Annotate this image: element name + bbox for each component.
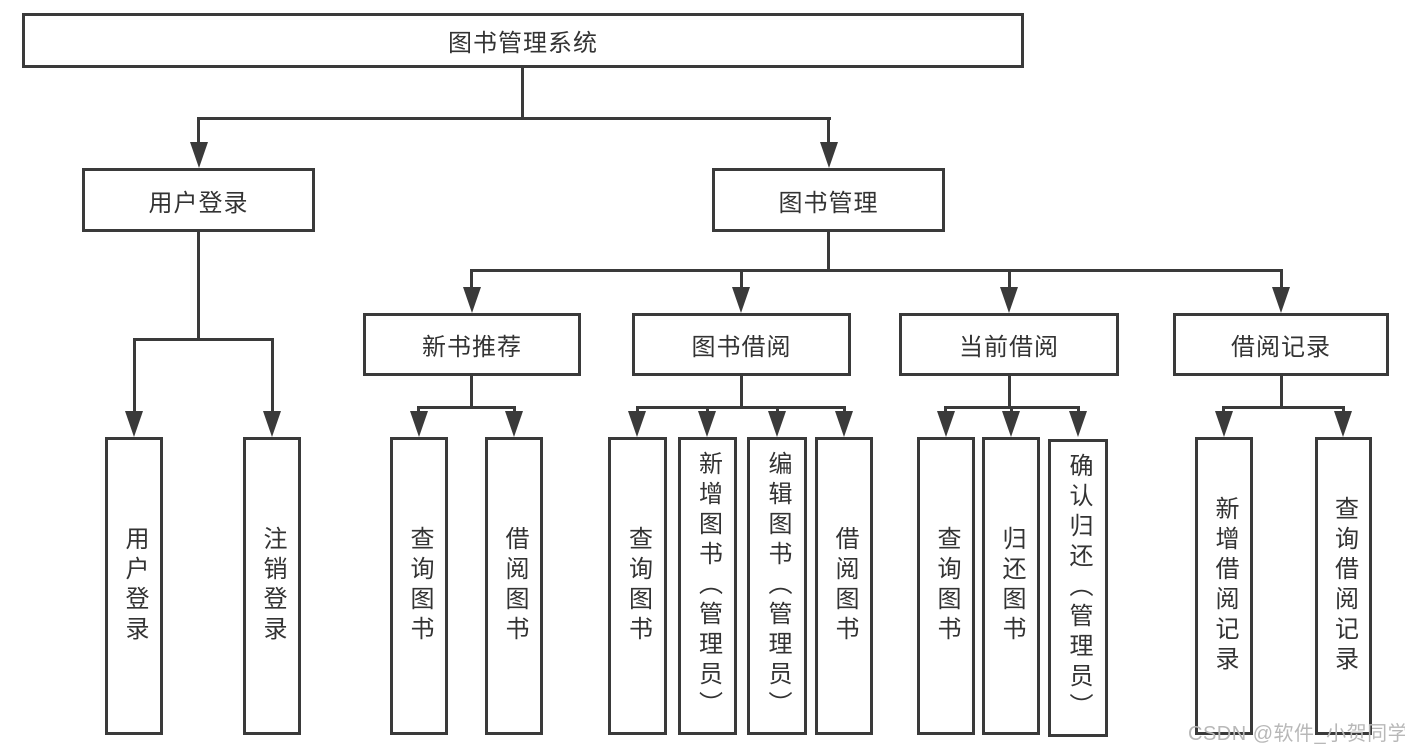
arrow-down-icon (835, 411, 853, 437)
arrow-down-icon (125, 411, 143, 437)
node-label: 注销登录 (259, 526, 286, 646)
connector-line (1222, 406, 1225, 415)
node-book-borrow: 图书借阅 (632, 313, 851, 376)
connector-line (513, 406, 516, 415)
connector-line (417, 406, 420, 415)
node-label: 新增借阅记录 (1211, 496, 1238, 676)
leaf-borrow-books-2: 借阅图书 (815, 437, 873, 735)
connector-line (470, 269, 473, 291)
node-book-management-branch: 图书管理 (712, 168, 945, 232)
arrow-down-icon (190, 142, 208, 168)
leaf-query-borrow-record: 查询借阅记录 (1315, 437, 1372, 735)
leaf-add-book-admin: 新增图书（管理员） (678, 437, 737, 735)
arrow-down-icon (768, 411, 786, 437)
connector-line (271, 338, 274, 415)
leaf-borrow-books-1: 借阅图书 (485, 437, 543, 735)
connector-line (1008, 269, 1011, 291)
arrow-down-icon (410, 411, 428, 437)
connector-line (827, 117, 830, 147)
leaf-add-borrow-record: 新增借阅记录 (1195, 437, 1253, 735)
connector-line (417, 406, 516, 409)
arrow-down-icon (263, 411, 281, 437)
connector-line (827, 232, 830, 272)
connector-line (521, 66, 524, 120)
arrow-down-icon (1069, 411, 1087, 437)
connector-line (1077, 406, 1080, 415)
connector-line (1342, 406, 1345, 415)
node-borrow-records: 借阅记录 (1173, 313, 1389, 376)
connector-line (133, 338, 136, 415)
arrow-down-icon (463, 287, 481, 313)
node-label: 借阅图书 (501, 526, 528, 646)
connector-line (776, 406, 779, 415)
leaf-query-books-3: 查询图书 (917, 437, 975, 735)
node-label: 新书推荐 (422, 334, 522, 361)
connector-line (706, 406, 709, 415)
leaf-query-books-1: 查询图书 (390, 437, 448, 735)
node-new-book-recommend: 新书推荐 (363, 313, 581, 376)
node-label: 图书借阅 (691, 334, 792, 361)
arrow-down-icon (1334, 411, 1352, 437)
node-label: 用户登录 (121, 526, 148, 646)
connector-line (636, 406, 846, 409)
arrow-down-icon (732, 287, 750, 313)
leaf-edit-book-admin: 编辑图书（管理员） (747, 437, 807, 735)
node-label: 查询图书 (624, 526, 652, 646)
connector-line (1222, 406, 1345, 409)
node-label: 查询借阅记录 (1330, 496, 1358, 676)
csdn-watermark: CSDN @软件_小贺同学 (1188, 723, 1405, 745)
connector-line (1008, 376, 1011, 409)
arrow-down-icon (1272, 287, 1290, 313)
node-label: 借阅记录 (1231, 334, 1331, 361)
leaf-logout: 注销登录 (243, 437, 301, 735)
node-label: 查询图书 (933, 526, 960, 646)
node-label: 当前借阅 (959, 334, 1059, 361)
arrow-down-icon (1000, 287, 1018, 313)
node-current-borrow: 当前借阅 (899, 313, 1119, 376)
leaf-user-login: 用户登录 (105, 437, 163, 735)
connector-line (470, 269, 1283, 272)
node-label: 图书管理系统 (448, 30, 598, 57)
connector-line (636, 406, 639, 415)
connector-line (1010, 406, 1013, 415)
connector-line (843, 406, 846, 415)
arrow-down-icon (628, 411, 646, 437)
arrow-down-icon (937, 411, 955, 437)
connector-line (197, 232, 200, 341)
connector-line (740, 376, 743, 409)
arrow-down-icon (1002, 411, 1020, 437)
arrow-down-icon (820, 142, 838, 168)
connector-line (470, 376, 473, 409)
connector-line (740, 269, 743, 291)
connector-line (197, 117, 831, 120)
connector-line (1280, 376, 1283, 409)
connector-line (133, 338, 274, 341)
arrow-down-icon (505, 411, 523, 437)
connector-line (197, 117, 200, 147)
node-label: 查询图书 (406, 526, 433, 646)
node-root-book-management-system: 图书管理系统 (22, 13, 1024, 68)
node-user-login-branch: 用户登录 (82, 168, 315, 232)
node-label: 图书管理 (778, 189, 879, 217)
node-label: 确认归还（管理员） (1065, 453, 1092, 723)
leaf-query-books-2: 查询图书 (608, 437, 667, 735)
node-label: 借阅图书 (831, 526, 858, 646)
leaf-return-book: 归还图书 (982, 437, 1040, 735)
connector-line (944, 406, 947, 415)
node-label: 新增图书（管理员） (694, 451, 722, 721)
node-label: 归还图书 (998, 526, 1025, 646)
arrow-down-icon (698, 411, 716, 437)
node-label: 用户登录 (148, 189, 249, 217)
leaf-confirm-return-admin: 确认归还（管理员） (1048, 439, 1108, 737)
connector-line (1280, 269, 1283, 291)
node-label: 编辑图书（管理员） (764, 451, 791, 721)
arrow-down-icon (1215, 411, 1233, 437)
